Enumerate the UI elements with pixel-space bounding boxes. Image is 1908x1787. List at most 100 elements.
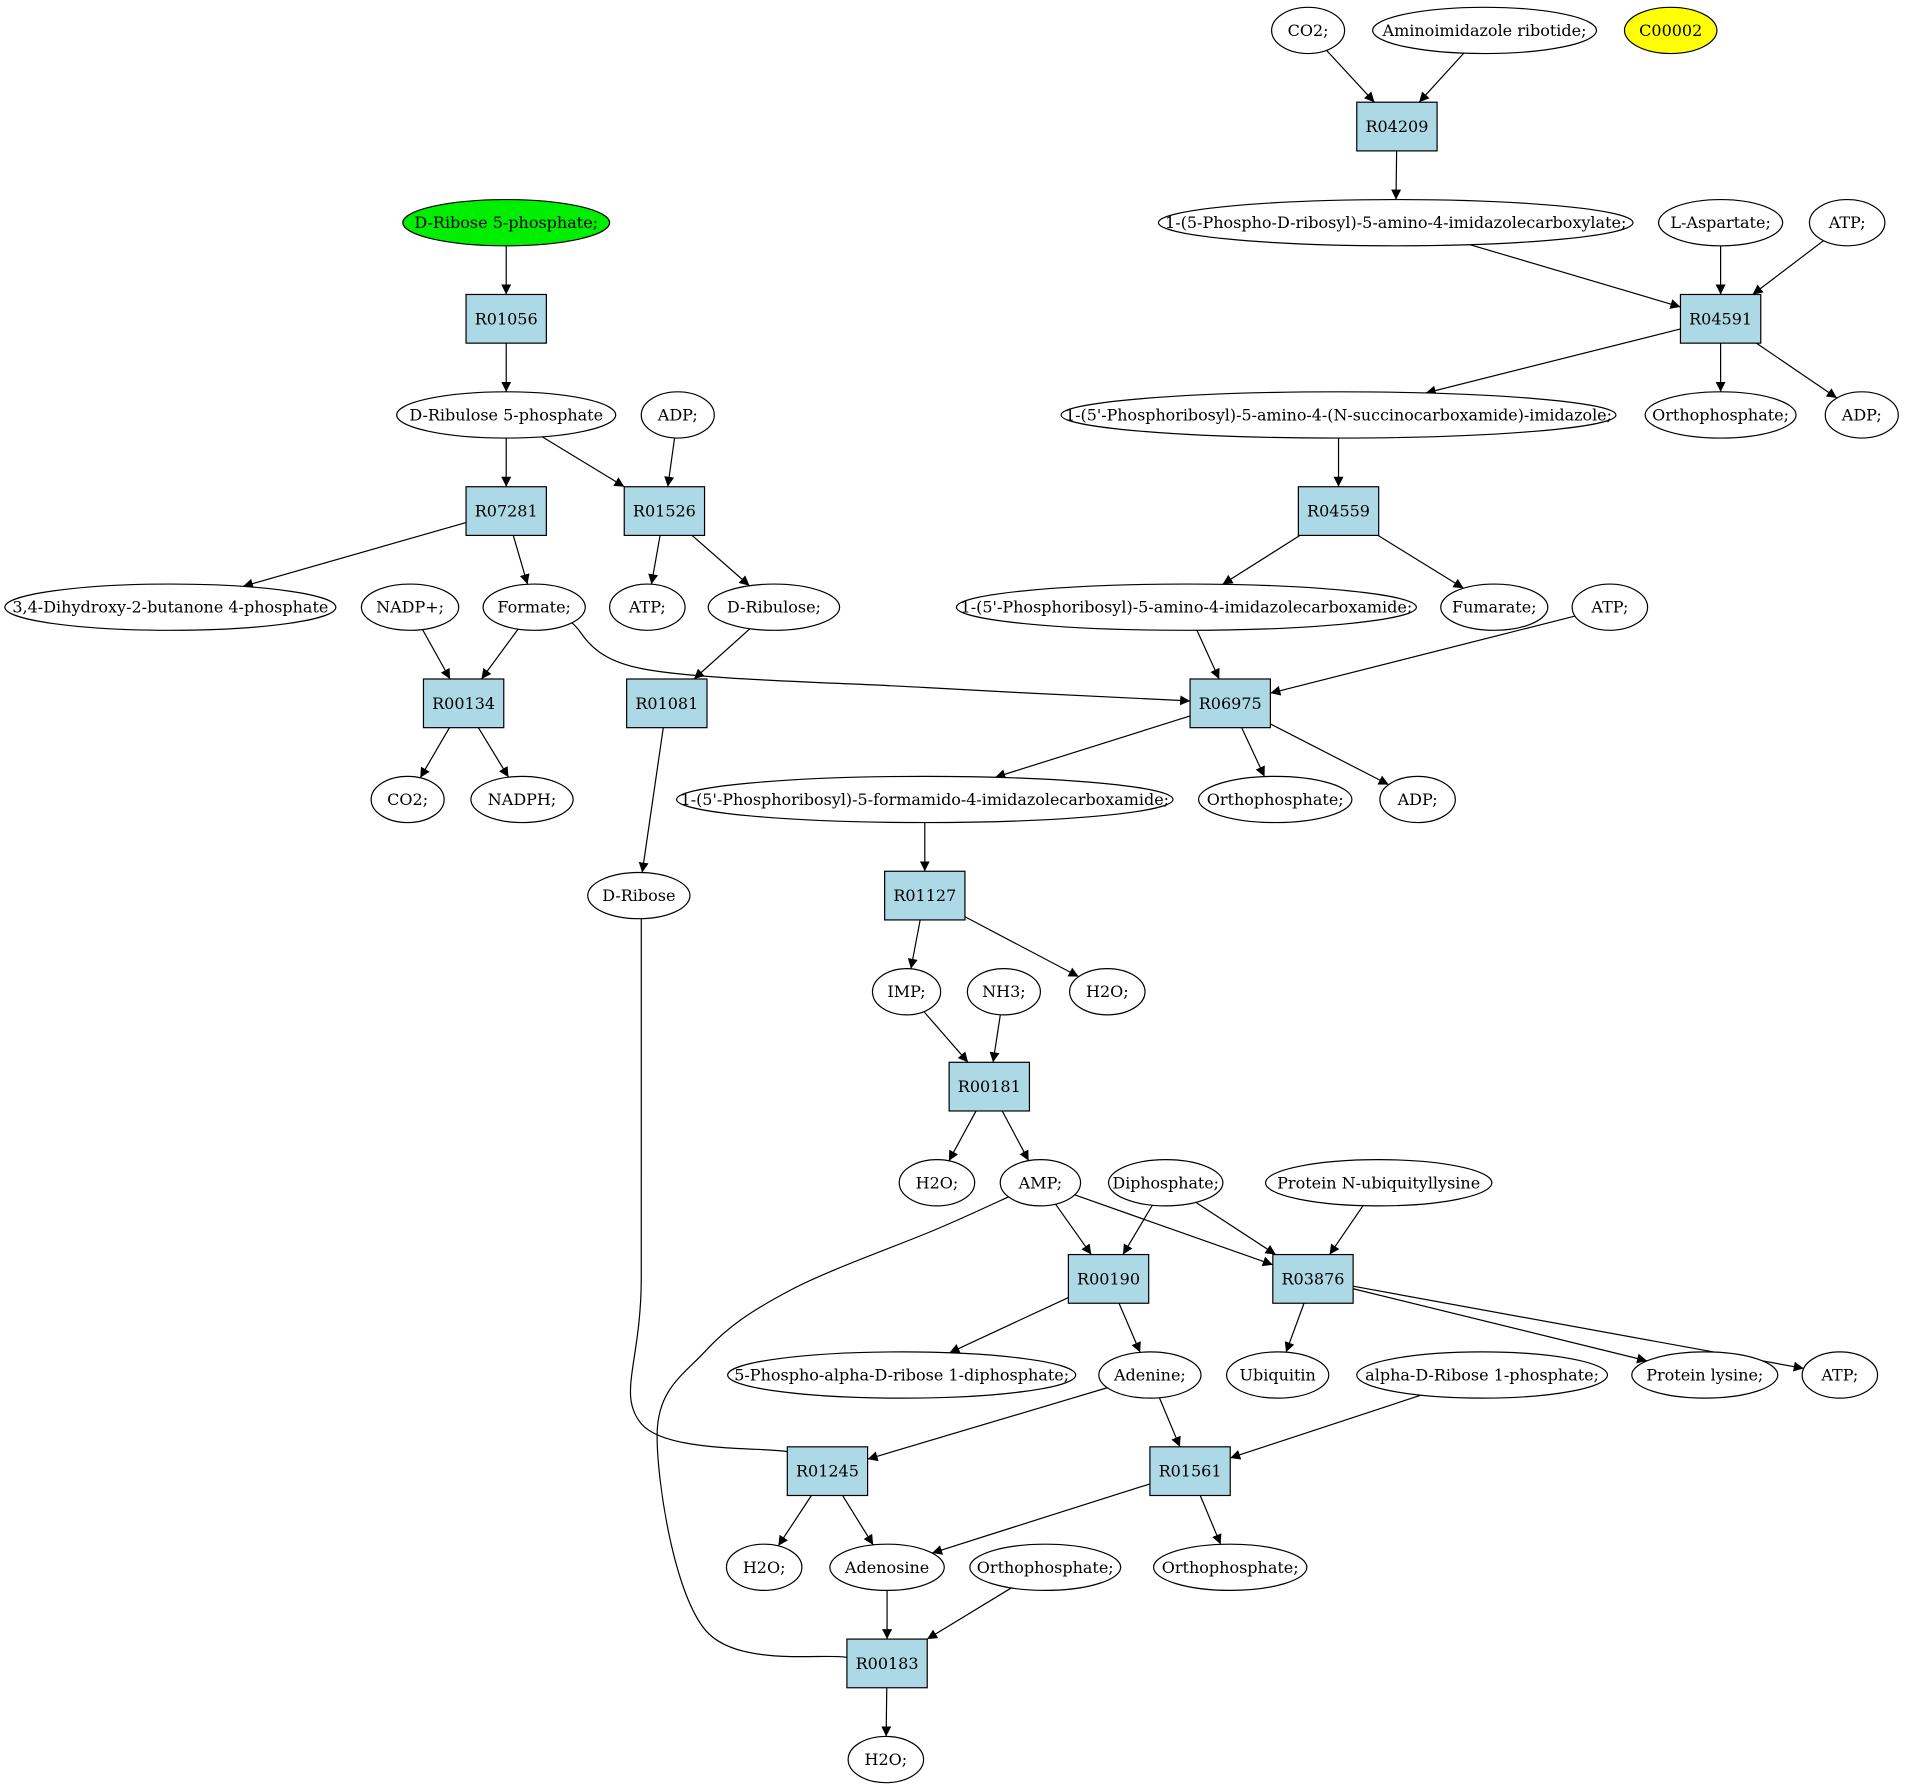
reaction-box — [1272, 1253, 1354, 1304]
node-label: Orthophosphate; — [977, 1558, 1114, 1577]
node-label: R01081 — [635, 694, 698, 713]
compound-node-adp_r04591[interactable]: ADP; — [1824, 391, 1899, 439]
compound-node-ru5p[interactable]: D-Ribulose 5-phosphate — [396, 391, 617, 439]
compound-node-dhbp[interactable]: 3,4-Dihydroxy-2-butanone 4-phosphate — [4, 583, 337, 631]
compound-node-adp_r06975[interactable]: ADP; — [1379, 775, 1456, 824]
compound-node-c00002[interactable]: C00002 — [1623, 6, 1718, 55]
compound-node-dribulose[interactable]: D-Ribulose; — [707, 583, 841, 631]
compound-ellipse — [969, 1543, 1122, 1592]
edge-r06975-to-pi_r06975 — [1241, 727, 1266, 777]
compound-node-prpp[interactable]: 5-Phospho-alpha-D-ribose 1-diphosphate; — [727, 1351, 1077, 1399]
compound-ellipse — [999, 1159, 1082, 1207]
edge-r01526-to-dribulose — [691, 534, 750, 587]
node-label: R01127 — [893, 886, 956, 905]
reaction-node-r01127[interactable]: R01127 — [884, 870, 966, 921]
edge-adenine-to-r01245 — [867, 1387, 1108, 1462]
reaction-node-r04559[interactable]: R04559 — [1297, 486, 1380, 537]
compound-node-nadph[interactable]: NADPH; — [470, 775, 574, 824]
compound-ellipse — [370, 775, 445, 824]
compound-node-nh3[interactable]: NH3; — [966, 968, 1041, 1016]
compound-node-pi_r01561[interactable]: Orthophosphate; — [1152, 1543, 1308, 1592]
compound-ellipse — [396, 391, 617, 439]
compound-node-pi_r00183[interactable]: Orthophosphate; — [969, 1543, 1122, 1592]
compound-node-adenine[interactable]: Adenine; — [1098, 1351, 1202, 1399]
edge-r00183-to-h2o_r00183 — [881, 1687, 892, 1737]
reaction-box — [1067, 1253, 1150, 1304]
reaction-node-r04591[interactable]: R04591 — [1679, 293, 1762, 344]
compound-node-imp[interactable]: IMP; — [871, 968, 942, 1016]
reaction-node-r00183[interactable]: R00183 — [846, 1638, 928, 1689]
compound-node-co2_r00134[interactable]: CO2; — [370, 775, 445, 824]
compound-node-r1p[interactable]: alpha-D-Ribose 1-phosphate; — [1356, 1351, 1609, 1399]
edge-r04559-to-fumarate — [1377, 534, 1464, 589]
compound-ellipse — [829, 1543, 945, 1592]
compound-node-adenosine[interactable]: Adenosine — [829, 1543, 945, 1592]
reaction-node-r04209[interactable]: R04209 — [1356, 101, 1438, 152]
compound-node-pi_r04591[interactable]: Orthophosphate; — [1644, 391, 1797, 439]
edge-caair-to-r04591 — [1469, 244, 1681, 309]
compound-ellipse — [871, 968, 942, 1016]
compound-node-r5p[interactable]: D-Ribose 5-phosphate; — [402, 198, 611, 247]
compound-node-adp_r01526[interactable]: ADP; — [640, 391, 715, 439]
compound-node-h2o_r00183[interactable]: H2O; — [847, 1735, 925, 1784]
compound-node-nadp[interactable]: NADP+; — [360, 583, 460, 631]
compound-ellipse — [4, 583, 337, 631]
compound-ellipse — [955, 583, 1417, 631]
compound-ellipse — [1623, 6, 1718, 55]
edge-r07281-to-dhbp — [242, 521, 467, 589]
compound-node-dribose[interactable]: D-Ribose — [587, 871, 691, 920]
compound-node-atp_r06975[interactable]: ATP; — [1571, 583, 1649, 631]
edge-r01127-to-h2o_r01127 — [964, 916, 1079, 978]
compound-ellipse — [1371, 6, 1598, 55]
node-label: H2O; — [865, 1750, 908, 1769]
compound-node-ppi[interactable]: Diphosphate; — [1107, 1159, 1224, 1207]
compound-node-caair[interactable]: 1-(5-Phospho-D-ribosyl)-5-amino-4-imidaz… — [1157, 198, 1634, 247]
compound-node-h2o_r01127[interactable]: H2O; — [1068, 968, 1146, 1016]
compound-node-faicar[interactable]: 1-(5'-Phosphoribosyl)-5-formamido-4-imid… — [675, 775, 1174, 824]
edge-dribulose-to-r01081 — [693, 628, 751, 680]
compound-node-h2o_r01245[interactable]: H2O; — [725, 1543, 803, 1592]
compound-node-aicar[interactable]: 1-(5'-Phosphoribosyl)-5-amino-4-imidazol… — [955, 583, 1417, 631]
reaction-node-r07281[interactable]: R07281 — [465, 486, 547, 537]
compound-node-amp[interactable]: AMP; — [999, 1159, 1082, 1207]
compound-node-asp[interactable]: L-Aspartate; — [1657, 198, 1784, 247]
reaction-node-r06975[interactable]: R06975 — [1189, 678, 1271, 729]
reaction-node-r00181[interactable]: R00181 — [948, 1061, 1031, 1112]
reaction-node-r01561[interactable]: R01561 — [1149, 1446, 1231, 1497]
reaction-node-r00190[interactable]: R00190 — [1067, 1253, 1150, 1304]
edge-r01245-to-h2o_r01245 — [777, 1495, 812, 1547]
edge-amp-to-r00190 — [1055, 1203, 1092, 1255]
compound-node-fumarate[interactable]: Fumarate; — [1440, 583, 1549, 631]
compound-ellipse — [1644, 391, 1797, 439]
compound-node-co2_top[interactable]: CO2; — [1270, 6, 1346, 55]
node-label: ADP; — [1841, 405, 1882, 424]
compound-node-h2o_r00181[interactable]: H2O; — [898, 1159, 976, 1207]
compound-node-plys[interactable]: Protein lysine; — [1631, 1351, 1779, 1399]
compound-node-atp_r01526[interactable]: ATP; — [609, 583, 686, 631]
reaction-node-r01081[interactable]: R01081 — [626, 678, 708, 729]
compound-node-pnub[interactable]: Protein N-ubiquityllysine — [1264, 1159, 1493, 1207]
compound-node-air[interactable]: Aminoimidazole ribotide; — [1371, 6, 1598, 55]
node-label: NADPH; — [488, 790, 557, 809]
node-label: 1-(5'-Phosphoribosyl)-5-formamido-4-imid… — [681, 790, 1169, 809]
reaction-node-r01526[interactable]: R01526 — [623, 486, 706, 537]
node-label: R03876 — [1281, 1269, 1344, 1288]
reaction-node-r03876[interactable]: R03876 — [1272, 1253, 1354, 1304]
reaction-node-r00134[interactable]: R00134 — [422, 678, 505, 729]
reaction-box — [626, 678, 708, 729]
edge-amp-to-r03876 — [1074, 1194, 1274, 1267]
compound-node-ubiquitin[interactable]: Ubiquitin — [1225, 1351, 1330, 1399]
node-label: D-Ribulose; — [727, 598, 821, 617]
node-label: Adenosine — [844, 1558, 929, 1577]
reaction-node-r01056[interactable]: R01056 — [465, 293, 547, 344]
compound-node-atp_r03876[interactable]: ATP; — [1801, 1351, 1879, 1399]
compound-node-formate[interactable]: Formate; — [482, 583, 586, 631]
compound-ellipse — [1356, 1351, 1609, 1399]
compound-node-atp_r04591[interactable]: ATP; — [1808, 198, 1886, 247]
compound-ellipse — [609, 583, 686, 631]
reaction-node-r01245[interactable]: R01245 — [786, 1446, 869, 1497]
edges-layer — [242, 49, 1838, 1737]
compound-ellipse — [1631, 1351, 1779, 1399]
compound-node-saicar[interactable]: 1-(5'-Phosphoribosyl)-5-amino-4-(N-succi… — [1060, 391, 1617, 439]
compound-node-pi_r06975[interactable]: Orthophosphate; — [1197, 775, 1353, 824]
